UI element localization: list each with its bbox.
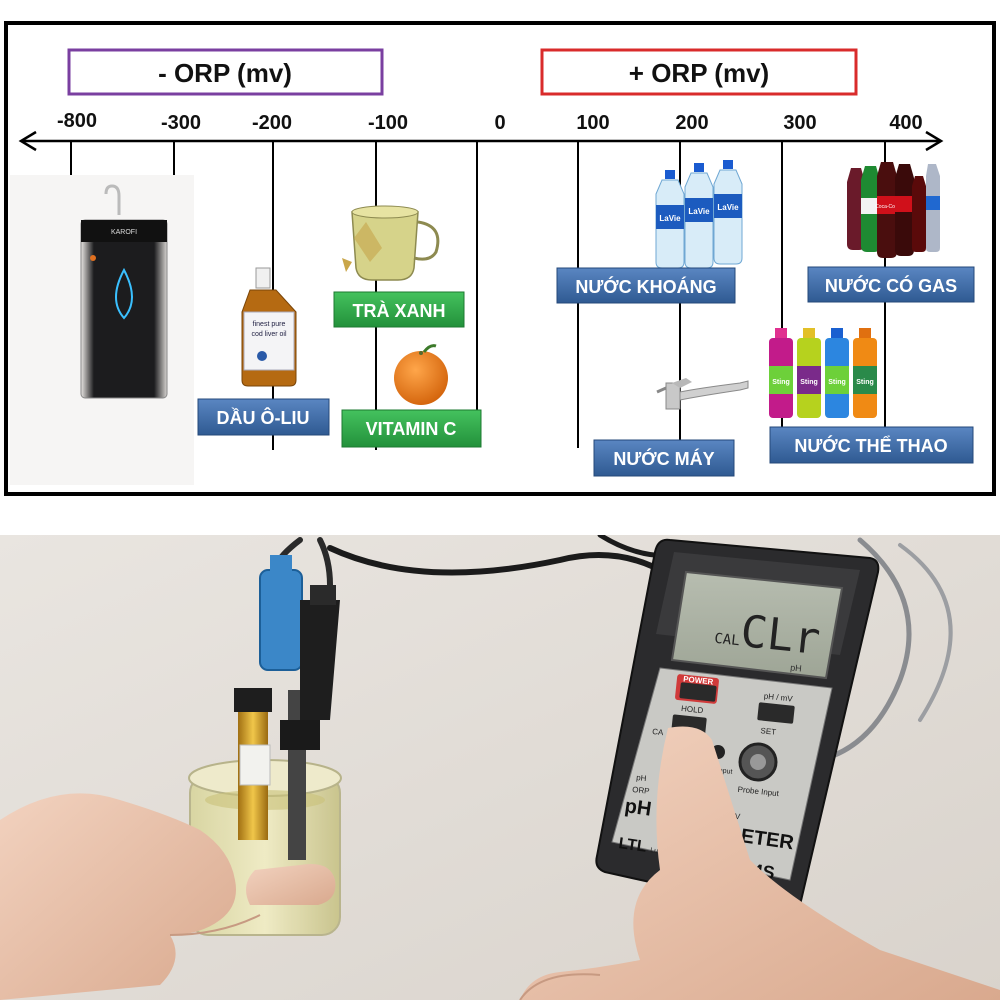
positive-orp-title: + ORP (mv) — [629, 58, 769, 88]
tick-label-100: 100 — [576, 112, 609, 134]
label-sports-drink-text: NƯỚC THỂ THAO — [794, 435, 947, 456]
meter-display-unit: pH — [790, 662, 802, 673]
water-tap-image — [656, 378, 749, 410]
label-soda-text: NƯỚC CÓ GAS — [825, 275, 957, 296]
svg-text:LTL: LTL — [617, 835, 647, 856]
soda-bottles-image: Coca-Cola — [847, 162, 940, 258]
label-olive-oil-text: DẦU Ô-LIU — [217, 407, 310, 428]
power-button[interactable]: POWER — [675, 674, 719, 704]
label-green-tea: TRÀ XANH — [333, 291, 465, 328]
svg-text:finest pure: finest pure — [253, 321, 286, 328]
side-orp-label: ORP — [632, 785, 650, 796]
label-green-tea-text: TRÀ XANH — [353, 300, 446, 321]
tick-label-0: 0 — [494, 112, 505, 134]
tick-label-200: 200 — [675, 112, 708, 134]
svg-text:cod liver oil: cod liver oil — [251, 331, 286, 338]
tick-label-300: 300 — [783, 112, 816, 134]
tick-label-400: 400 — [889, 112, 922, 134]
side-ph-label: pH — [636, 773, 647, 783]
probe-input-jack[interactable] — [738, 742, 778, 782]
svg-text:Sting: Sting — [856, 379, 874, 386]
sports-brand: Sting — [772, 379, 790, 386]
tick-label-minus-300: -300 — [161, 112, 201, 134]
svg-text:Sting: Sting — [800, 379, 818, 386]
orange-fruit-image — [394, 344, 448, 405]
label-vitamin-c: VITAMIN C — [341, 409, 482, 448]
orp-scale-diagram: - ORP (mv) + ORP (mv) -800 -300 -200 -10… — [4, 21, 996, 496]
cal-label: CA — [652, 727, 665, 737]
label-sports-drink: NƯỚC THỂ THAO — [769, 426, 974, 464]
water-brand: LaVie — [688, 207, 710, 216]
power-button-label: POWER — [683, 674, 714, 686]
svg-text:Sting: Sting — [828, 379, 846, 386]
label-vitamin-c-text: VITAMIN C — [366, 419, 457, 439]
label-soda: NƯỚC CÓ GAS — [807, 266, 975, 303]
tick-label-minus-800: -800 — [57, 110, 97, 132]
left-hand — [0, 793, 336, 1000]
positive-orp-header: + ORP (mv) — [540, 48, 858, 96]
water-purifier-image: KAROFI — [10, 175, 194, 485]
cola-brand: Coca-Cola — [875, 204, 899, 210]
ph-mv-button[interactable]: pH / mV — [757, 692, 795, 724]
orp-electrode — [280, 585, 340, 860]
set-label: SET — [760, 726, 777, 737]
negative-orp-title: - ORP (mv) — [158, 58, 292, 88]
tick-label-minus-100: -100 — [368, 112, 408, 134]
mineral-water-bottles-image: LaVie LaVie LaVie — [655, 160, 743, 269]
probe-input-label: Probe Input — [737, 785, 780, 798]
negative-orp-header: - ORP (mv) — [67, 48, 384, 96]
label-tap-water: NƯỚC MÁY — [593, 439, 735, 477]
meter-display-cal: CAL — [714, 631, 741, 650]
green-tea-cup-image — [342, 205, 440, 281]
meter-name-left: pH — [623, 795, 652, 820]
svg-text:LaVie: LaVie — [659, 214, 681, 223]
label-olive-oil: DẦU Ô-LIU — [197, 398, 330, 436]
ph-mv-button-label: pH / mV — [763, 692, 793, 704]
svg-text:LaVie: LaVie — [717, 203, 739, 212]
label-mineral-water-text: NƯỚC KHOÁNG — [575, 276, 716, 297]
hold-label: HOLD — [681, 704, 704, 715]
meter-display-reading: CLr — [738, 606, 822, 665]
sports-drink-bottles-image: Sting Sting Sting Sting — [769, 328, 877, 418]
purifier-brand: KAROFI — [111, 229, 137, 236]
orp-meter-photo: CLr CAL pH POWER HOLD pH / mV SET CA Tem… — [0, 535, 1000, 1000]
label-tap-water-text: NƯỚC MÁY — [613, 448, 714, 469]
ph-electrode — [234, 555, 303, 840]
meter-lcd-display — [670, 570, 844, 680]
tick-label-minus-200: -200 — [252, 112, 292, 134]
right-hand — [519, 726, 1000, 1000]
label-mineral-water: NƯỚC KHOÁNG — [556, 267, 736, 304]
cod-liver-oil-bottle-image: finest pure cod liver oil — [241, 267, 297, 387]
